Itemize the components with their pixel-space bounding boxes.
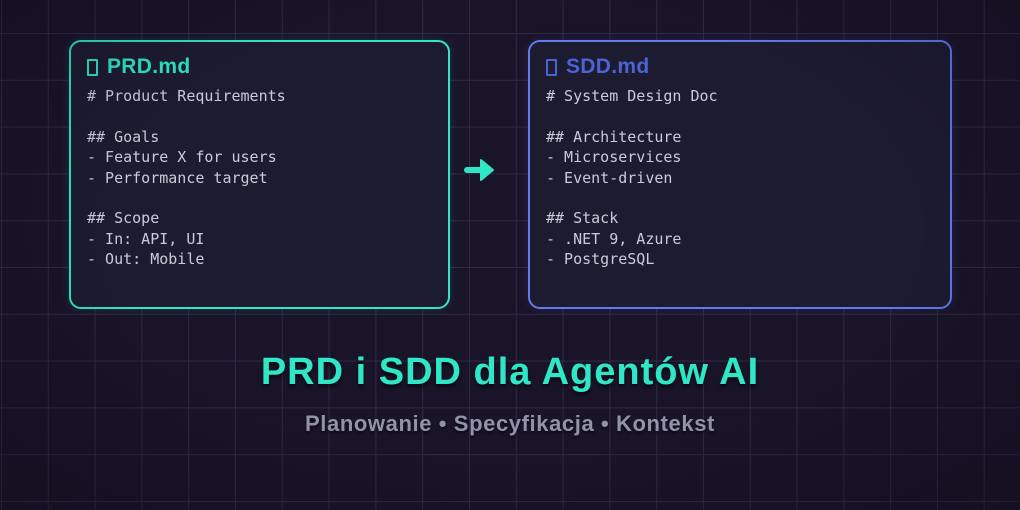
page-subtitle: Planowanie • Specyfikacja • Kontekst bbox=[305, 411, 715, 436]
prd-doc-emoji-placeholder-icon bbox=[87, 58, 98, 76]
prd-card-title: PRD.md bbox=[107, 55, 191, 78]
sdd-card: SDD.md # System Design Doc ## Architectu… bbox=[528, 40, 952, 309]
right-arrow-icon bbox=[463, 158, 497, 182]
sdd-card-header: SDD.md bbox=[546, 54, 934, 80]
prd-card: PRD.md # Product Requirements ## Goals -… bbox=[69, 40, 450, 309]
prd-card-header: PRD.md bbox=[87, 54, 432, 80]
sdd-doc-emoji-placeholder-icon bbox=[546, 58, 557, 76]
page-title: PRD i SDD dla Agentów AI bbox=[260, 351, 760, 393]
sdd-card-body: # System Design Doc ## Architecture - Mi… bbox=[546, 87, 718, 269]
sdd-card-title: SDD.md bbox=[566, 55, 650, 78]
prd-card-body: # Product Requirements ## Goals - Featur… bbox=[87, 87, 286, 269]
